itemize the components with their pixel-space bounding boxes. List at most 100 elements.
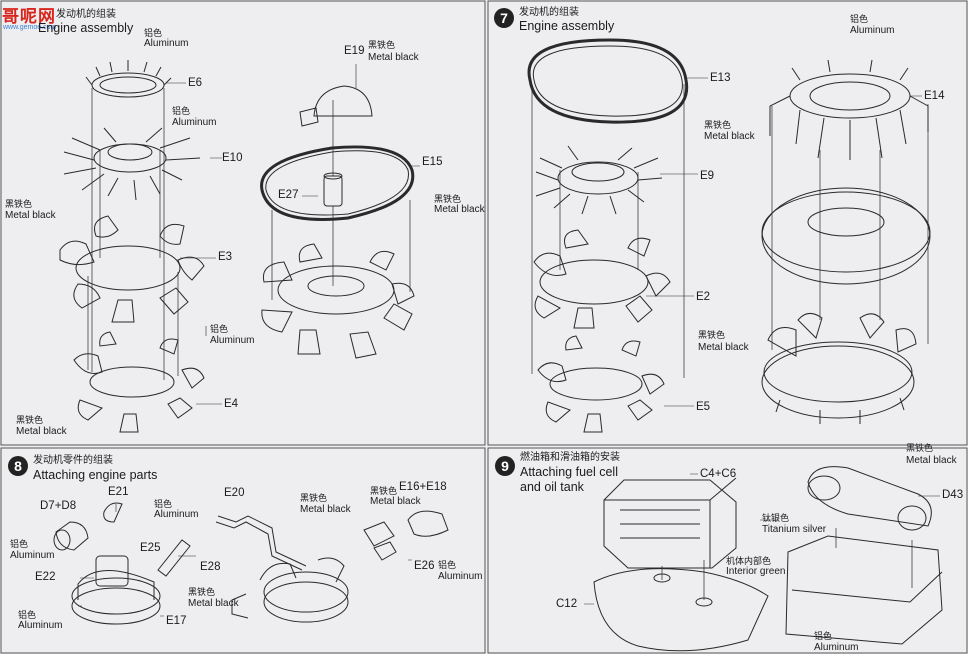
panel-step7-frame [487,0,968,446]
color-label-cn: 铝色 [10,539,29,549]
part-crankcase-plate [761,187,931,285]
color-label-cn: 黑铁色 [188,587,216,597]
step8-title-en: Attaching engine parts [33,468,158,482]
color-label-en: Aluminum [18,620,63,631]
part-label-e3: E3 [218,251,233,263]
color-label-en: Metal black [300,504,351,515]
part-label-e10: E10 [222,152,243,164]
part-label-e15: E15 [422,156,443,168]
part-e14-ring [769,59,929,160]
color-label-cn: 铝色 [850,14,869,24]
part-engine-subassembly-6 [261,243,415,359]
watermark-url: www.gemoe.com [3,24,57,31]
color-label-cn: 黑铁色 [906,443,934,453]
color-label-en: Aluminum [438,571,483,582]
color-label-en: Metal black [368,52,419,63]
part-label-e6: E6 [188,77,203,89]
part-label-c12: C12 [556,598,578,610]
color-label-cn: 黑铁色 [300,493,328,503]
part-label-e14: E14 [924,90,945,102]
step6-title-cn: 发动机的组装 [56,9,116,20]
part-e28-rod [157,539,191,577]
part-label-e28: E28 [200,561,221,573]
part-e15-ring [260,145,415,221]
step9-title-en-2: and oil tank [520,480,584,494]
part-label-e9: E9 [700,170,715,182]
part-label-e4: E4 [224,398,239,410]
color-label-cn: 黑铁色 [370,486,398,496]
color-label-en: Aluminum [144,38,189,49]
step7-title-cn: 发动机的组装 [519,7,579,18]
color-label-cn: 铝色 [210,324,229,334]
part-e2-cylinders [533,229,671,329]
color-label-cn: 机体内部色 [726,556,772,566]
part-label-e19: E19 [344,45,365,57]
step8-number: 8 [8,456,28,476]
part-label-e20: E20 [224,487,245,499]
color-label-en: Titanium silver [762,524,827,535]
part-c12-floor [593,568,769,652]
part-e27-shaft [323,172,343,207]
color-label-en: Metal black [698,342,749,353]
part-e4-cylinders [73,331,205,433]
color-label-cn: 铝色 [172,106,191,116]
part-label-e22: E22 [35,571,56,583]
color-label-en: Metal black [5,210,56,221]
step7-title-en: Engine assembly [519,19,615,33]
step8-title-cn: 发动机零件的组装 [33,455,113,466]
color-label-cn: 铝色 [814,631,833,641]
part-e16-e18 [363,510,449,561]
step9-title-en-1: Attaching fuel cell [520,465,618,479]
part-oil-tank-base [785,535,943,645]
color-label-cn: 黑铁色 [698,330,726,340]
part-e5-cylinders [537,335,665,433]
color-label-cn: 铝色 [18,610,37,620]
color-label-en: Metal black [434,204,485,215]
step7-number: 7 [494,8,514,28]
color-label-en: Interior green [726,566,786,577]
color-label-en: Metal black [906,455,957,466]
color-label-cn: 黑铁色 [5,199,33,209]
color-label-en: Metal black [16,426,67,437]
part-e3-cylinders [59,215,205,323]
panel-step8-frame [0,447,486,654]
color-label-en: Metal black [704,131,755,142]
part-engine-assembly-8 [231,557,349,623]
color-label-en: Aluminum [10,550,55,561]
part-label-e21: E21 [108,486,129,498]
part-label-c4-c6: C4+C6 [700,468,737,480]
color-label-cn: 铝色 [144,28,163,38]
part-label-e27: E27 [278,189,299,201]
color-label-cn: 黑铁色 [16,415,44,425]
part-label-d7-d8: D7+D8 [40,500,77,512]
part-d7-d8-exhaust [53,521,89,551]
part-e21 [103,502,123,523]
part-e9-crankcase [535,145,663,215]
color-label-cn: 钛银色 [762,513,790,523]
step6-title-en: Engine assembly [38,21,134,35]
part-label-e5: E5 [696,401,711,413]
panel-step6-frame [0,0,486,446]
color-label-en: Metal black [370,496,421,507]
part-e19-dome [299,85,373,127]
watermark-logo: 哥呢网 [2,7,56,26]
color-label-cn: 黑铁色 [368,40,396,50]
color-label-en: Aluminum [172,117,217,128]
part-label-e2: E2 [696,291,711,303]
panel-step9-frame [487,447,968,654]
color-label-cn: 铝色 [438,560,457,570]
part-lower-cylinders [761,313,917,424]
part-e6-ring [85,60,172,98]
part-label-d43: D43 [942,489,964,501]
part-label-e25: E25 [140,542,161,554]
color-label-en: Aluminum [814,642,859,653]
color-label-en: Aluminum [850,25,895,36]
part-e17-base [71,555,161,625]
part-e13-ring [527,38,689,124]
color-label-cn: 黑铁色 [704,120,732,130]
color-label-en: Aluminum [154,509,199,520]
part-e10-crankcase [63,127,201,201]
color-label-cn: 黑铁色 [434,194,462,204]
part-c4-c6-fuel-cell [603,477,737,569]
step9-title-cn: 燃油箱和滑油箱的安装 [520,452,620,463]
